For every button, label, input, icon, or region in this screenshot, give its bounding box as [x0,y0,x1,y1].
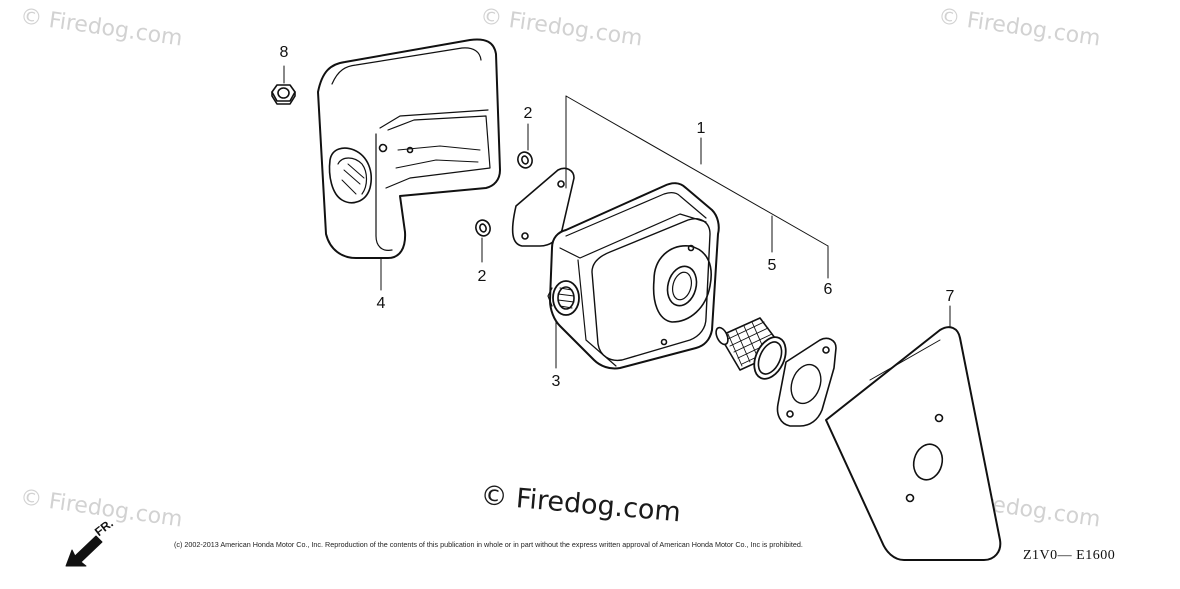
part-5-spark-arrester [715,317,787,380]
callout-2-lower: 2 [477,268,487,285]
diagram-code: Z1V0— E1600 [1023,548,1116,563]
front-direction-arrow-icon [65,535,103,567]
part-8-flange-nut [271,65,296,105]
callout-5: 5 [767,257,777,274]
part-2-washer-upper [517,123,533,169]
part-4-muffler-protector [317,38,501,291]
part-3-muffler [547,182,720,370]
part-2-washer-lower [475,219,491,263]
callout-2-upper: 2 [523,105,533,122]
callout-1: 1 [696,120,706,137]
copyright-notice: (c) 2002-2013 American Honda Motor Co., … [174,540,803,549]
callout-8: 8 [279,44,289,61]
callout-4: 4 [376,295,386,312]
callout-3: 3 [551,373,561,390]
part-6-gasket [776,337,837,427]
part-1-bracket-line [565,95,829,279]
callout-7: 7 [945,288,955,305]
part-7-heat-shield [825,305,1002,561]
callout-6: 6 [823,281,833,298]
